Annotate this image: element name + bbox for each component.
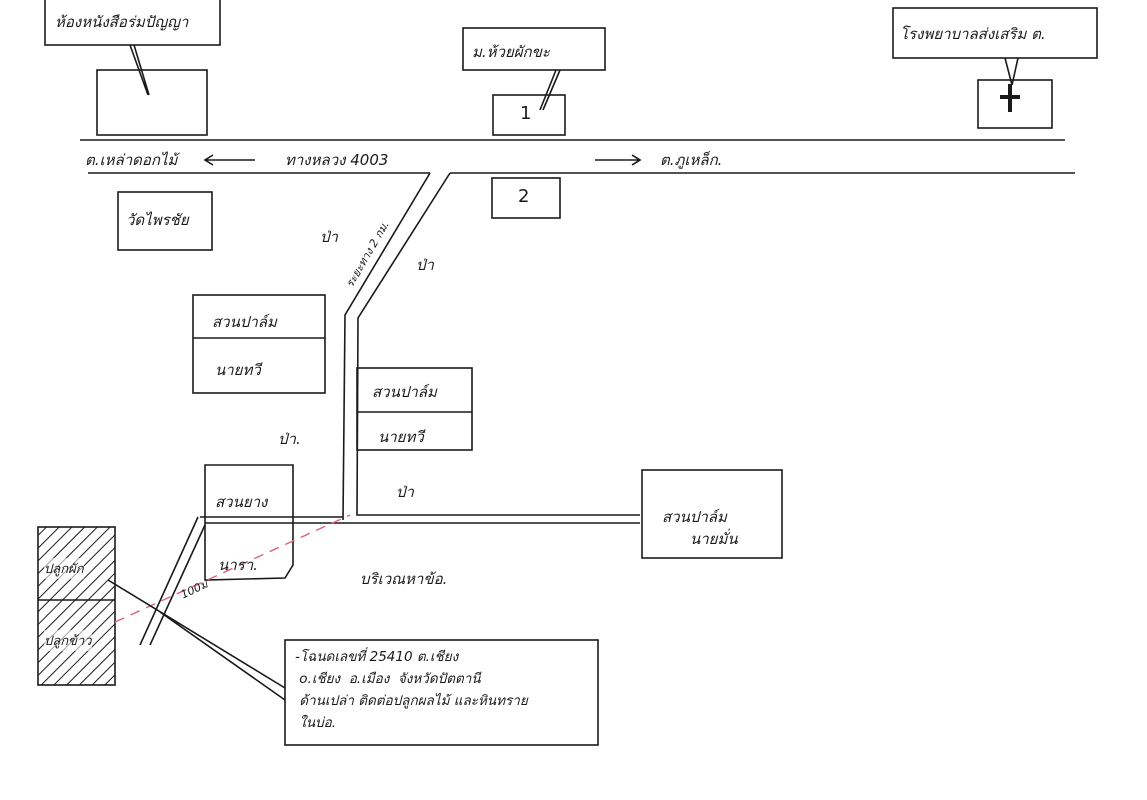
hospital-label-box xyxy=(892,7,1098,59)
hatched-bottom-label: ปลูกข้าว xyxy=(44,630,92,651)
hatched-plot xyxy=(37,526,116,686)
plot-b-owner: นายทวี xyxy=(378,428,424,446)
library-leader xyxy=(129,44,150,96)
main-road xyxy=(80,139,1075,174)
plot-a-owner: นายทวี xyxy=(215,361,261,379)
arrow-right-icon xyxy=(595,154,642,166)
village-leader xyxy=(539,69,561,111)
lower-road xyxy=(139,516,206,646)
building-2-label: 2 xyxy=(518,186,530,207)
plot-c xyxy=(204,464,294,581)
deed-note: -โฉนดเลขที่ 25410 ต.เชียง o.เชียง อ.เมือ… xyxy=(295,649,528,731)
plot-d-owner: นายมั่น xyxy=(690,530,738,548)
note-leader xyxy=(107,579,286,701)
forest-label: ป่า. xyxy=(278,430,301,448)
library-label: ห้องหนังสือร่มปัญญา xyxy=(55,13,189,31)
building-1-label: 1 xyxy=(520,103,532,124)
village-label: ม.ห้วยผักขะ xyxy=(472,43,550,61)
library-building xyxy=(96,69,208,136)
forest-label: ป่า xyxy=(320,228,338,246)
plot-b-owner-type: สวนปาล์ม xyxy=(372,383,437,401)
plot-a-owner-type: สวนปาล์ม xyxy=(212,313,277,331)
hatched-top-label: ปลูกผัก xyxy=(44,558,84,579)
temple-box xyxy=(117,191,213,251)
library-label-box xyxy=(44,0,221,46)
note-box xyxy=(284,639,599,746)
distance-line xyxy=(114,514,351,623)
plot-a xyxy=(192,294,326,394)
road-right-label: ต.ภูเหล็ก. xyxy=(660,151,723,169)
building-1 xyxy=(492,94,566,136)
hospital-leader xyxy=(1004,57,1019,86)
plot-c-owner-type: สวนยาง xyxy=(215,493,268,511)
hospital-label: โรงพยาบาลส่งเสริม ต. xyxy=(900,25,1046,43)
cross-icon xyxy=(1000,84,1020,112)
plot-d xyxy=(641,469,783,559)
road-name-label: ทางหลวง 4003 xyxy=(285,151,389,169)
side-road xyxy=(200,172,640,524)
temple-label: วัดไพรชัย xyxy=(126,211,189,229)
arrow-left-icon xyxy=(203,154,255,166)
hospital-building xyxy=(977,79,1053,129)
road-left-label: ต.เหล่าดอกไม้ xyxy=(85,151,178,169)
plot-c-owner: นารา. xyxy=(218,556,258,574)
area-label: บริเวณหาข้อ. xyxy=(360,570,448,588)
plot-d-owner-type: สวนปาล์ม xyxy=(662,508,727,526)
village-label-box xyxy=(462,27,606,71)
plot-b xyxy=(356,367,473,451)
forest-label: ป่า xyxy=(396,483,414,501)
building-2 xyxy=(491,177,561,219)
forest-label: ป่า xyxy=(416,256,434,274)
